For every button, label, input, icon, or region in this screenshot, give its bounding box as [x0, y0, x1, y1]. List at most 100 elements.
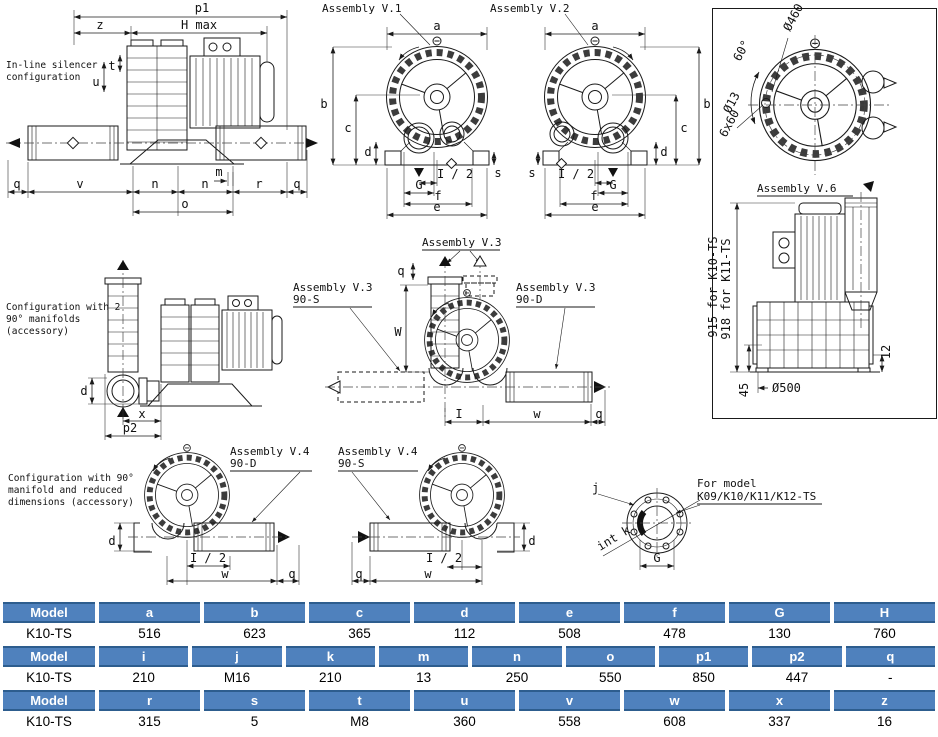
dim-label-d: d	[108, 534, 115, 548]
dim-label-G: G	[609, 178, 616, 192]
column-header: o	[565, 646, 655, 667]
assembly-v4d-title: Assembly V.4	[230, 445, 310, 458]
dim-label-s: s	[494, 166, 501, 180]
dim-label-q: q	[355, 567, 362, 581]
value-cell: 112	[453, 626, 476, 641]
value-cell: 478	[663, 626, 686, 641]
column-header: x	[729, 690, 830, 711]
dim-label-d: d	[80, 384, 87, 398]
dim-label-z: z	[96, 18, 103, 32]
angle-arc	[750, 71, 760, 125]
column-header: d	[414, 602, 515, 623]
two-manifolds-drawing: Configuration with 2 90° manifolds (acce…	[6, 260, 283, 440]
dim-label-w: w	[221, 567, 229, 581]
suction-diamond-icon	[254, 136, 268, 150]
discharge-arrow-icon	[414, 168, 424, 177]
column-header: z	[834, 690, 935, 711]
dim-label-a: a	[591, 19, 598, 33]
flange-detail-drawing: j int k For model K09/K10/K11/K12-TS G	[592, 477, 822, 570]
column-header: p2	[752, 646, 842, 667]
dim-label-q: q	[595, 407, 602, 421]
inline-silencer-drawing: In-line silencer configuration	[6, 1, 318, 216]
column-header: r	[99, 690, 200, 711]
assembly-v6-title: Assembly V.6	[757, 182, 836, 195]
assembly-v4s-title: Assembly V.4	[338, 445, 418, 458]
column-header: H	[834, 602, 935, 623]
value-cell: 5	[250, 714, 259, 729]
manifolds-caption-line1: Configuration with 2	[6, 302, 120, 313]
flow-arrow-right-icon	[306, 138, 318, 148]
dim-label-c: c	[344, 121, 351, 135]
dim-label-q-top: q	[397, 264, 404, 278]
value-cell: -	[888, 670, 893, 685]
dim-label-i-half: I / 2	[426, 551, 462, 565]
column-header: v	[519, 690, 620, 711]
value-cell: 315	[138, 714, 161, 729]
assembly-v2-title: Assembly V.2	[490, 2, 569, 15]
dim-label-I: I	[455, 407, 462, 421]
model-cell: K10-TS	[26, 626, 72, 641]
assembly-v3s-title: Assembly V.3	[293, 281, 372, 294]
technical-drawings: In-line silencer configuration	[6, 1, 937, 585]
dim-label-n2: n	[201, 177, 208, 191]
rotation-arrow-icon	[152, 457, 171, 472]
dim-label-d: d	[364, 145, 371, 159]
column-header: u	[414, 690, 515, 711]
dim-label-n1: n	[151, 177, 158, 191]
rotation-arrow-ccw-icon	[398, 46, 420, 61]
assembly-v4s-sub: 90-S	[338, 457, 365, 470]
dim-label-j: j	[592, 481, 599, 495]
column-header: j	[192, 646, 282, 667]
value-cell: 550	[599, 670, 622, 685]
value-cell: 365	[348, 626, 371, 641]
assembly-v3-drawing: Assembly V.3 Assembly V.3 90-S Assembly …	[293, 236, 610, 426]
dim-label-G: G	[653, 551, 660, 565]
dim-label-f: f	[590, 189, 597, 203]
dim-label-a: a	[433, 19, 440, 33]
value-cell: 623	[243, 626, 266, 641]
assembly-v1-title: Assembly V.1	[322, 2, 401, 15]
dim-label-e: e	[433, 200, 440, 214]
dim-label-x: x	[138, 407, 145, 421]
dim-label-45: 45	[737, 383, 751, 397]
dim-label-bolt-circle: Ø460	[780, 1, 806, 33]
column-header: n	[472, 646, 562, 667]
dim-label-o: o	[181, 197, 188, 211]
table-header-row-2: Model i j k m n o p1 p2 q	[0, 646, 938, 667]
dim-label-v: v	[76, 177, 83, 191]
dim-label-r: r	[255, 177, 262, 191]
column-header: f	[624, 602, 725, 623]
manifolds-caption-line2: 90° manifolds	[6, 314, 80, 325]
dim-label-b: b	[320, 97, 327, 111]
column-header: w	[624, 690, 725, 711]
dim-label-angle: 60°	[730, 38, 753, 64]
column-header: e	[519, 602, 620, 623]
dim-label-t: t	[108, 59, 115, 73]
suction-arrow-up-icon	[473, 255, 487, 267]
reduced-caption-line2: manifold and reduced	[8, 485, 122, 496]
dim-label-i-half: I / 2	[558, 167, 594, 181]
assembly-v4-90s-drawing: Assembly V.4 90-S d I / 2 q w	[338, 445, 536, 585]
assembly-v3s-sub: 90-S	[293, 293, 320, 306]
dim-label-b: b	[703, 97, 710, 111]
dim-label-m: m	[215, 165, 222, 179]
table-header-row-1: Model a b c d e f G H	[0, 602, 938, 623]
value-cell: 447	[785, 670, 809, 685]
column-header: p1	[658, 646, 749, 667]
dim-label-int-k: int k	[594, 523, 633, 554]
reduced-caption-line1: Configuration with 90°	[8, 473, 134, 484]
flange-note-line1: For model	[697, 477, 757, 490]
dim-label-d: d	[528, 534, 535, 548]
rotation-arrow-icon	[427, 457, 446, 472]
flange-note-line2: K09/K10/K11/K12-TS	[697, 490, 816, 503]
column-header: c	[309, 602, 410, 623]
column-header: Model	[3, 646, 95, 667]
port-arrow-icon	[883, 121, 898, 133]
assembly-v4d-sub: 90-D	[230, 457, 257, 470]
value-cell: 210	[319, 670, 342, 685]
suction-diamond-icon	[445, 157, 458, 170]
column-header: q	[845, 646, 935, 667]
flow-arrow-up-icon	[439, 256, 451, 266]
dim-label-q: q	[288, 567, 295, 581]
flow-arrow-icon	[863, 181, 874, 192]
